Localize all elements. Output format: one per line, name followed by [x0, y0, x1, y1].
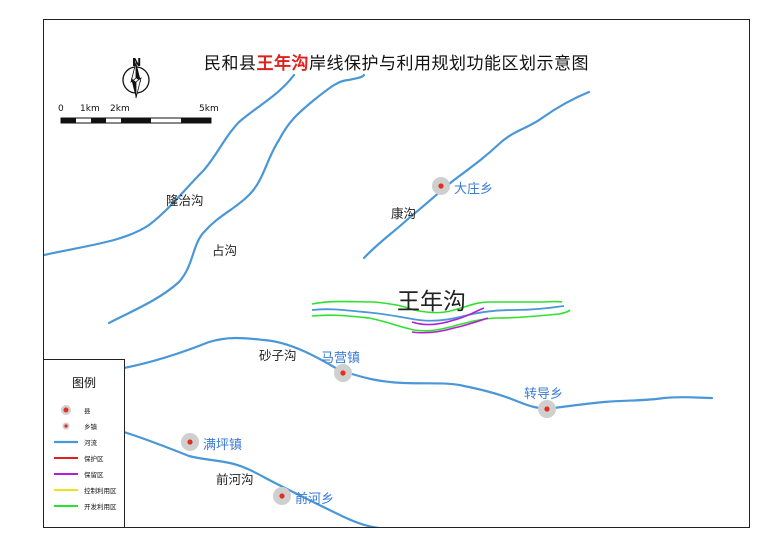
reserve-line-icon: [54, 473, 78, 475]
zone-reserve-north: [411, 307, 485, 326]
map-canvas: [44, 61, 714, 527]
legend-item-river: 河流: [54, 436, 124, 448]
county-point-icon: [61, 405, 71, 415]
legend-item-town: 乡镇: [54, 420, 124, 432]
zone-development-south: [311, 309, 571, 332]
label-wangniangou: 王年沟: [397, 289, 466, 315]
label-zhangou: 占沟: [212, 243, 238, 258]
town-zhuandao: 转导乡: [524, 387, 564, 402]
zone-development-north: [311, 300, 563, 314]
north-label: N: [132, 56, 142, 69]
protection-line-icon: [54, 457, 78, 459]
river-zhangou: [107, 73, 366, 325]
town-maying: 马营镇: [321, 351, 361, 366]
river-shazigou: [122, 336, 714, 410]
town-qianhe: 前河乡: [295, 492, 335, 507]
scale-bar: [60, 117, 212, 124]
development-line-icon: [54, 505, 78, 507]
river-qianhegou: [122, 430, 380, 527]
legend-item-controlled-use: 控制利用区: [54, 484, 124, 496]
map-title: 民和县王年沟岸线保护与利用规划功能区划示意图: [204, 54, 589, 74]
river-kanggou: [362, 90, 591, 260]
zone-river-center: [311, 305, 565, 322]
north-arrow-icon: [122, 61, 150, 99]
legend-item-reserve: 保留区: [54, 468, 124, 480]
label-qianhegou: 前河沟: [216, 472, 254, 487]
river-line-icon: [54, 440, 78, 444]
scale-label-5km: 5km: [199, 104, 219, 114]
scale-label-1km: 1km: [80, 104, 100, 114]
town-point-icon: [62, 422, 70, 430]
town-dazhuang: 大庄乡: [454, 182, 494, 197]
map-frame: 民和县王年沟岸线保护与利用规划功能区划示意图 N 0 1km 2km 5km 隆…: [43, 19, 750, 528]
town-manping: 满坪镇: [203, 438, 243, 453]
label-shazigou: 砂子沟: [259, 348, 297, 363]
scale-label-0: 0: [58, 104, 64, 114]
legend-item-development: 开发利用区: [54, 500, 124, 512]
river-longzhigou: [44, 73, 296, 257]
legend-title: 图例: [71, 376, 96, 390]
legend-item-county: 县: [54, 404, 124, 416]
town-markers: [181, 177, 556, 505]
label-kanggou: 康沟: [391, 206, 417, 221]
controlled-use-line-icon: [54, 489, 78, 491]
scale-label-2km: 2km: [110, 104, 130, 114]
legend-item-protection: 保护区: [54, 452, 124, 464]
legend: 图例 县 乡镇 河流 保护区: [44, 359, 125, 527]
label-longzhigou: 隆治沟: [166, 193, 204, 208]
zone-reserve-south: [411, 317, 489, 334]
